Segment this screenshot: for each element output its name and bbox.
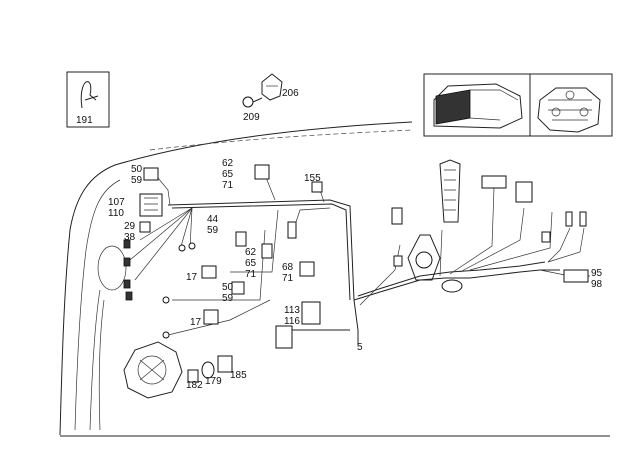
callout-179: 179 (205, 376, 222, 387)
callout-17b: 17 (190, 317, 202, 328)
reference-box (423, 73, 613, 137)
callout-185: 185 (230, 370, 247, 381)
plug-left-3 (123, 279, 131, 289)
connector-44-59 (235, 231, 247, 247)
plug-left-2 (123, 257, 131, 267)
part-185 (217, 355, 233, 373)
ring-terminal-2 (162, 331, 170, 339)
callout-209: 209 (243, 112, 260, 123)
connector-68-71 (299, 261, 315, 277)
callout-110: 110 (108, 208, 124, 219)
connector-50-59 (143, 167, 159, 181)
callout-182: 182 (186, 380, 203, 391)
alternator-group (123, 341, 233, 399)
connector-block-b (515, 181, 533, 203)
callout-labels: 50 59 107 110 29 38 62 65 71 155 44 59 6… (108, 158, 603, 391)
connector-block-a (481, 175, 507, 189)
callout-29: 29 (124, 221, 136, 232)
part-179 (201, 361, 215, 379)
callout-62b: 62 (245, 247, 257, 258)
callout-191: 191 (76, 115, 93, 126)
callout-155: 155 (304, 173, 321, 184)
connector-95-98 (563, 269, 589, 283)
callout-98: 98 (591, 279, 603, 290)
connector-107-110 (139, 193, 163, 217)
connector-17a (201, 265, 217, 279)
connector-pin (287, 221, 297, 239)
connector-155 (311, 181, 323, 193)
sensor-connector (391, 207, 403, 225)
connector-62-65-71-top (254, 164, 270, 180)
connector-50-59-lower (231, 281, 245, 295)
callout-5: 5 (357, 342, 363, 353)
callout-65: 65 (222, 169, 234, 180)
callout-17a: 17 (186, 272, 198, 283)
distribution-housing (407, 234, 441, 281)
detail-box-191: 191 (66, 71, 110, 128)
engine-icon (537, 87, 601, 133)
vehicle-body-outline (59, 121, 413, 436)
callout-65b: 65 (245, 258, 257, 269)
callout-95: 95 (591, 268, 603, 279)
ring-terminal-1 (162, 296, 170, 304)
long-connector-strip (439, 159, 461, 223)
callout-59b: 59 (207, 225, 219, 236)
part-182 (187, 369, 199, 383)
callout-68: 68 (282, 262, 294, 273)
callout-59c: 59 (222, 293, 234, 304)
callout-62: 62 (222, 158, 234, 169)
callout-44: 44 (207, 214, 219, 225)
callout-113: 113 (284, 305, 300, 316)
callout-71: 71 (222, 180, 234, 191)
main-harness (167, 187, 590, 345)
callout-71c: 71 (282, 273, 294, 284)
callout-50: 50 (131, 164, 143, 175)
callout-116: 116 (284, 316, 300, 327)
car-icon (433, 83, 523, 129)
callout-206: 206 (282, 88, 299, 99)
callout-59: 59 (131, 175, 143, 186)
callout-38: 38 (124, 232, 136, 243)
callout-71b: 71 (245, 269, 257, 280)
connector-large (275, 325, 293, 349)
connector-17b (203, 309, 219, 325)
connector-29-38 (139, 221, 151, 233)
bracket-206-assembly: 206 209 (242, 73, 299, 123)
connector-62-65-71-mid (261, 243, 273, 259)
connector-113-116 (301, 301, 321, 325)
plug-left-1 (123, 239, 131, 249)
plug-left-4 (125, 291, 133, 301)
connectors (123, 159, 589, 349)
callout-50b: 50 (222, 282, 234, 293)
callout-107: 107 (108, 197, 125, 208)
